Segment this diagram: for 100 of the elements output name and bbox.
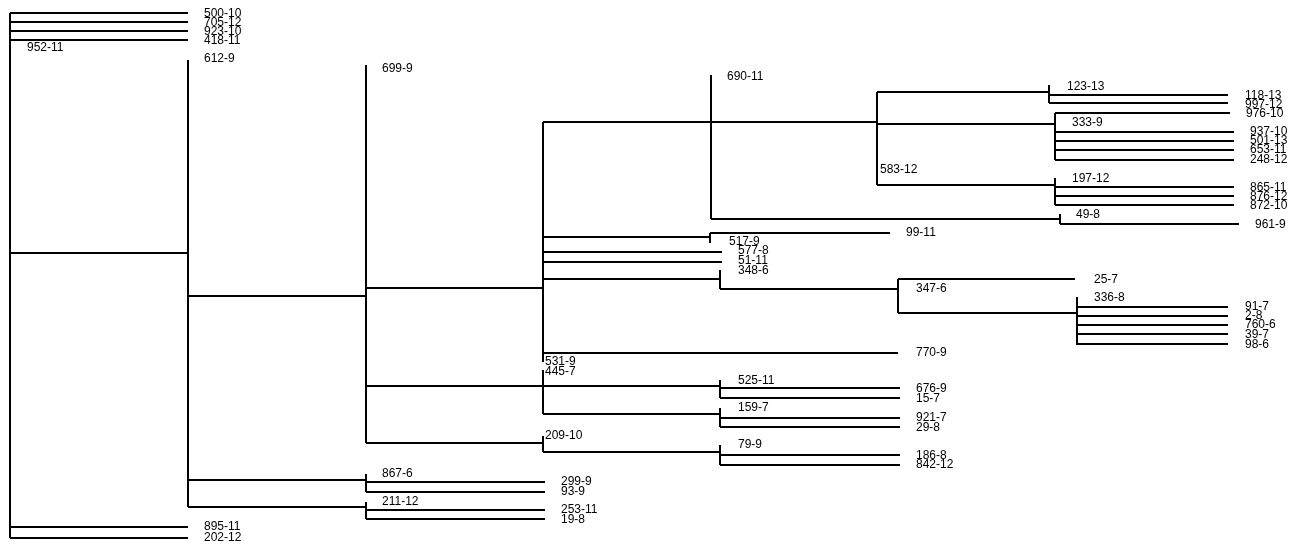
taxon-label: 253-11 xyxy=(545,504,598,515)
tree-branch xyxy=(719,387,901,389)
clade-bracket xyxy=(365,468,413,492)
tree-branch xyxy=(9,30,189,32)
taxon-label: 39-7 xyxy=(1228,329,1270,340)
taxon-label: 19-8 xyxy=(545,514,586,525)
tree-branch xyxy=(365,442,544,444)
tree-branch xyxy=(710,218,1061,220)
clade-bracket xyxy=(1048,81,1104,103)
tree-branch xyxy=(897,278,1076,280)
taxon-label: 867-6 xyxy=(382,468,413,479)
taxon-label: 211-12 xyxy=(382,496,419,507)
tree-branch xyxy=(1059,223,1240,225)
tree-branch xyxy=(9,526,189,528)
taxon-label: 25-7 xyxy=(1075,274,1119,285)
tree-branch xyxy=(876,184,1056,186)
taxon-label: 699-9 xyxy=(382,63,413,74)
taxon-label: 961-9 xyxy=(1239,219,1286,230)
clade-bracket xyxy=(719,375,774,398)
tree-branch xyxy=(365,518,546,520)
clade-bracket xyxy=(897,279,947,313)
clade-bracket xyxy=(542,122,576,368)
taxon-label: 760-6 xyxy=(1228,319,1276,330)
taxon-label: 770-9 xyxy=(898,347,947,358)
taxon-label: 348-6 xyxy=(738,265,769,276)
clade-bracket xyxy=(542,366,576,414)
tree-branch xyxy=(187,479,367,481)
taxon-label: 690-11 xyxy=(727,71,764,82)
tree-branch xyxy=(719,464,901,466)
tree-branch xyxy=(1076,343,1229,345)
taxon-label: 333-9 xyxy=(1072,117,1103,128)
tree-branch xyxy=(365,287,544,289)
taxon-label: 676-9 xyxy=(900,383,947,394)
tree-branch xyxy=(876,91,1050,93)
tree-branch xyxy=(542,413,721,415)
tree-branch xyxy=(542,251,723,253)
tree-branch xyxy=(876,123,1056,125)
tree-branch xyxy=(9,252,189,254)
tree-branch xyxy=(1054,195,1235,197)
taxon-label: 29-8 xyxy=(900,422,941,433)
clade-bracket xyxy=(719,439,762,465)
taxon-label: 79-9 xyxy=(738,439,763,450)
tree-branch xyxy=(1076,306,1229,308)
clade-bracket xyxy=(876,92,917,185)
tree-branch xyxy=(719,288,899,290)
clade-bracket xyxy=(365,496,418,519)
tree-branch xyxy=(542,385,721,387)
clade-bracket xyxy=(1054,173,1109,205)
tree-branch xyxy=(719,397,901,399)
tree-branch xyxy=(9,12,189,14)
clade-bracket xyxy=(710,71,763,219)
clade-bracket xyxy=(542,430,582,452)
taxon-label: 49-8 xyxy=(1076,209,1101,220)
taxon-label: 159-7 xyxy=(738,402,769,413)
taxon-label: 531-9 xyxy=(545,356,576,367)
tree-branch xyxy=(9,21,189,23)
clade-bracket xyxy=(1059,209,1100,224)
taxon-label: 15-7 xyxy=(900,393,941,404)
taxon-label: 197-12 xyxy=(1072,173,1110,184)
tree-branch xyxy=(1054,149,1235,151)
tree-branch xyxy=(1054,140,1235,142)
tree-branch xyxy=(542,451,721,453)
tree-branch xyxy=(542,352,899,354)
tree-branch xyxy=(1076,333,1229,335)
taxon-label: 952-11 xyxy=(27,42,64,53)
taxon-label: 51-11 xyxy=(722,255,768,266)
clade-bracket xyxy=(1054,113,1103,160)
tree-branch xyxy=(719,417,901,419)
tree-branch xyxy=(709,232,891,234)
taxon-label: 842-12 xyxy=(900,459,954,470)
tree-branch xyxy=(719,454,901,456)
tree-branch xyxy=(1054,112,1231,114)
taxon-label: 445-7 xyxy=(545,366,576,377)
tree-branch xyxy=(1054,131,1235,133)
tree-branch xyxy=(1054,186,1235,188)
clade-bracket xyxy=(9,13,63,538)
clade-bracket xyxy=(719,265,769,289)
taxon-label: 976-10 xyxy=(1230,108,1284,119)
tree-branch xyxy=(1048,94,1229,96)
taxon-label: 612-9 xyxy=(204,53,235,64)
clade-bracket xyxy=(1076,292,1125,345)
tree-branch xyxy=(1048,102,1229,104)
taxon-label: 872-10 xyxy=(1234,200,1288,211)
taxon-label: 921-7 xyxy=(900,412,947,423)
taxon-label: 336-8 xyxy=(1094,292,1125,303)
tree-branch xyxy=(542,261,723,263)
taxon-label: 299-9 xyxy=(545,476,592,487)
taxon-label: 99-11 xyxy=(890,227,936,238)
tree-branch xyxy=(1076,315,1229,317)
clade-bracket xyxy=(365,63,413,443)
taxon-label: 98-6 xyxy=(1228,339,1270,350)
clade-bracket xyxy=(719,402,769,427)
tree-branch xyxy=(365,491,546,493)
taxon-label: 202-12 xyxy=(188,532,242,543)
taxon-label: 577-8 xyxy=(722,245,769,256)
taxon-label: 93-9 xyxy=(545,486,586,497)
taxon-label: 895-11 xyxy=(188,521,241,532)
tree-branch xyxy=(542,236,711,238)
tree-branch xyxy=(365,385,544,387)
tree-branch xyxy=(365,509,546,511)
